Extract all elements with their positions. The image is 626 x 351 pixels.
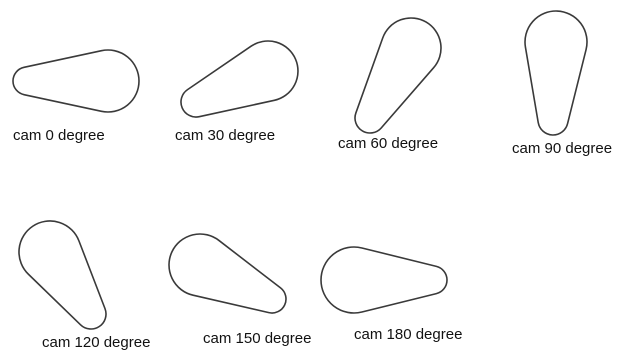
cam-150-label: cam 150 degree — [203, 330, 312, 347]
cam-60-outline — [354, 17, 442, 134]
cam-180-outline — [320, 246, 448, 314]
cam-0-label: cam 0 degree — [13, 127, 105, 144]
cam-90-outline — [524, 10, 588, 136]
cam-30-label: cam 30 degree — [175, 127, 276, 144]
cam-0-outline — [12, 49, 140, 113]
cam-60-label: cam 60 degree — [338, 135, 439, 152]
cam-90-label: cam 90 degree — [512, 140, 613, 157]
cam-30-outline — [180, 40, 299, 118]
cam-120-outline — [18, 220, 107, 330]
cam-180-label: cam 180 degree — [354, 326, 463, 343]
cam-150-outline — [168, 233, 287, 314]
cam-120-label: cam 120 degree — [42, 334, 151, 351]
